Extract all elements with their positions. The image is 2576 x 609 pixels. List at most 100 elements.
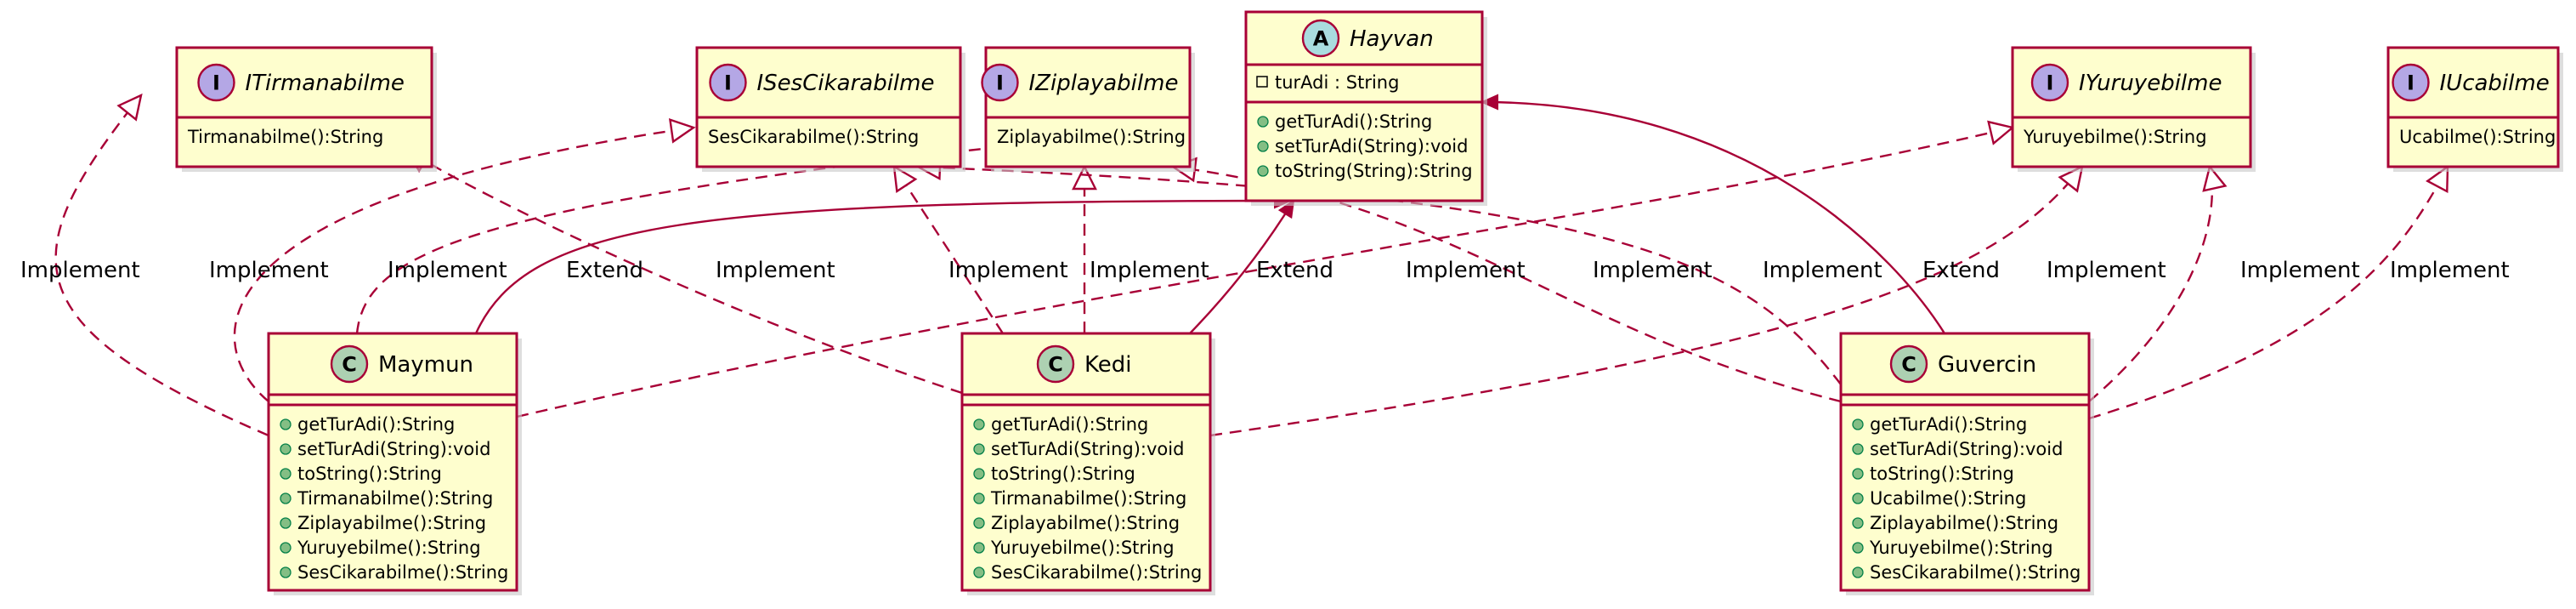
- public-method-icon: [280, 566, 292, 578]
- method: Ziplayabilme():String: [991, 513, 1180, 533]
- interface-stereotype-icon: [2030, 63, 2069, 102]
- class-stereotype-icon: [1036, 344, 1075, 384]
- realization-arrow-icon: [1987, 120, 2015, 145]
- relation-label: Implement: [20, 258, 140, 283]
- relation-line: [892, 166, 1005, 334]
- relation-label: Implement: [1406, 258, 1526, 283]
- relation-line: [2088, 166, 2449, 420]
- method: Tirmanabilme():String: [187, 127, 383, 147]
- relation-label: Implement: [388, 258, 507, 283]
- method: Ucabilme():String: [2399, 127, 2556, 147]
- method: SesCikarabilme():String: [297, 562, 508, 583]
- public-method-icon: [1852, 492, 1864, 504]
- method: Tirmanabilme():String: [297, 488, 493, 509]
- interface-stereotype-icon: [2392, 63, 2430, 102]
- public-method-icon: [1257, 165, 1269, 177]
- realization-arrow-icon: [2202, 164, 2228, 192]
- class-name: Kedi: [1084, 352, 1131, 378]
- abstract-stereotype-icon: [1301, 19, 1340, 58]
- realization-arrow-icon: [892, 164, 918, 193]
- class-name: IZiplayabilme: [1029, 71, 1179, 96]
- class-box: [695, 46, 962, 168]
- public-method-icon: [280, 468, 292, 480]
- public-method-icon: [1852, 468, 1864, 480]
- relation-line: [1209, 166, 2083, 437]
- relation-label: Implement: [2240, 258, 2360, 283]
- relation-label: Implement: [209, 258, 329, 283]
- method: Tirmanabilme():String: [990, 488, 1186, 509]
- class-box: [960, 332, 1212, 592]
- class-name: ITirmanabilme: [246, 71, 405, 96]
- public-method-icon: [1852, 566, 1864, 578]
- method: Yuruyebilme():String: [297, 538, 481, 558]
- method: Ziplayabilme():String: [1870, 513, 2058, 533]
- method: SesCikarabilme():String: [708, 127, 919, 147]
- class-name: Guvercin: [1938, 352, 2036, 378]
- relation-line: [405, 148, 963, 395]
- implement-relation-maymun-iyuruyebilme: [516, 120, 2015, 418]
- method: toString():String: [1870, 464, 2014, 484]
- public-method-icon: [280, 492, 292, 504]
- stereotype-letter: C: [342, 353, 357, 377]
- interface-stereotype-icon: [709, 63, 747, 102]
- stereotype-letter: I: [2407, 71, 2415, 95]
- class-maymun[interactable]: C Maymun getTurAdi():String setTurAdi(Strin…: [267, 332, 522, 595]
- relation-label: Implement: [1593, 258, 1713, 283]
- method: setTurAdi(String):void: [297, 439, 490, 459]
- public-method-icon: [973, 517, 985, 529]
- relation-label: Extend: [1256, 258, 1333, 283]
- method: Ziplayabilme():String: [297, 513, 486, 533]
- public-method-icon: [280, 443, 292, 455]
- relation-line: [54, 94, 269, 437]
- stereotype-letter: I: [212, 71, 220, 95]
- stereotype-letter: I: [996, 71, 1004, 95]
- relation-line: [2088, 166, 2214, 402]
- implement-relation-kedi-iziplayabilme: [1072, 164, 1097, 334]
- class-name: Maymun: [378, 352, 473, 378]
- relation-label: Extend: [566, 258, 643, 283]
- relation-label: Implement: [1763, 258, 1882, 283]
- method: toString(String):String: [1275, 161, 1473, 181]
- realization-arrow-icon: [668, 118, 696, 144]
- method: setTurAdi(String):void: [1870, 439, 2063, 459]
- public-method-icon: [280, 517, 292, 529]
- realization-arrow-icon: [2058, 164, 2084, 193]
- interface-stereotype-icon: [197, 63, 235, 102]
- stereotype-letter: A: [1313, 27, 1329, 51]
- implement-relation-maymun-isescikarabilme: [233, 118, 696, 402]
- stereotype-letter: I: [2047, 71, 2054, 95]
- extend-relation-guvercin-hayvan: [1480, 94, 1946, 334]
- method: getTurAdi():String: [297, 414, 455, 435]
- method: getTurAdi():String: [1275, 111, 1432, 132]
- method: toString():String: [991, 464, 1135, 484]
- public-method-icon: [1852, 517, 1864, 529]
- public-method-icon: [1257, 116, 1269, 128]
- relation-labels-layer: Implement Implement Implement Extend Impleme…: [20, 258, 2510, 283]
- relation-label: Implement: [2390, 258, 2510, 283]
- realization-arrow-icon: [1072, 164, 1097, 191]
- method: Yuruyebilme():String: [1869, 538, 2053, 558]
- method: Ucabilme():String: [1870, 488, 2026, 509]
- class-guvercin[interactable]: C Guvercin getTurAdi():String setTurAdi(Str…: [1839, 332, 2094, 595]
- stereotype-letter: C: [1901, 353, 1916, 377]
- public-method-icon: [1852, 418, 1864, 430]
- realization-arrow-icon: [116, 93, 143, 122]
- public-method-icon: [973, 492, 985, 504]
- class-stereotype-icon: [1889, 344, 1928, 384]
- relation-line: [1189, 200, 1295, 334]
- method: setTurAdi(String):void: [1275, 136, 1468, 157]
- method: getTurAdi():String: [1870, 414, 2027, 435]
- relation-line: [355, 143, 1021, 334]
- implement-relation-maymun-itirmanabilme: [54, 93, 269, 437]
- extend-arrow-icon: [1480, 94, 1498, 111]
- method: toString():String: [297, 464, 442, 484]
- realization-arrow-icon: [2426, 164, 2449, 194]
